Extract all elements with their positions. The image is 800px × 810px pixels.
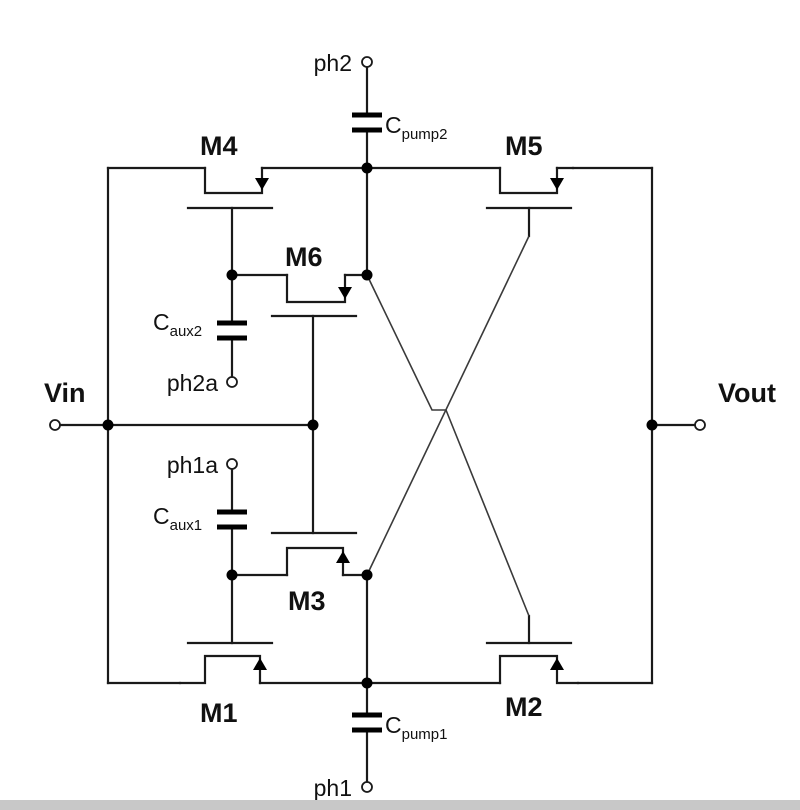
node-aux1 [226, 569, 238, 581]
label-ph2a: ph2a [167, 370, 218, 396]
junction-nodes [102, 162, 658, 689]
label-cpump1-main: C [385, 712, 402, 738]
capacitor-cpump2 [352, 112, 382, 133]
terminal-vin [49, 419, 61, 431]
node-m3-source [361, 569, 373, 581]
label-m4: M4 [200, 131, 238, 161]
terminal-vout [694, 419, 706, 431]
terminal-ph2a [226, 376, 238, 388]
transistor-m5 [485, 166, 575, 238]
label-caux1-main: C [153, 503, 170, 529]
capacitor-cpump1 [352, 712, 382, 733]
node-aux2 [226, 269, 238, 281]
label-m2: M2 [505, 692, 543, 722]
label-cpump2: Cpump2 [385, 112, 448, 143]
label-m6: M6 [285, 242, 323, 272]
transistor-m6 [230, 273, 358, 535]
label-cpump1-sub: pump1 [402, 726, 448, 743]
label-caux2-main: C [153, 309, 170, 335]
label-ph1: ph1 [314, 775, 352, 801]
terminal-ph1 [361, 781, 373, 793]
label-ph2: ph2 [314, 50, 352, 76]
capacitor-caux2 [217, 320, 247, 341]
right-rail [571, 166, 654, 685]
transistor-m1 [178, 641, 274, 685]
label-m5: M5 [505, 131, 543, 161]
label-cpump2-main: C [385, 112, 402, 138]
bottom-bar [0, 800, 800, 810]
label-caux1: Caux1 [153, 503, 202, 534]
cross-coupling-wires [366, 235, 530, 617]
label-cpump1: Cpump1 [385, 712, 448, 743]
transistor-m3 [230, 531, 358, 577]
label-cpump2-sub: pump2 [402, 126, 448, 143]
label-caux1-sub: aux1 [170, 517, 203, 534]
node-vin [102, 419, 114, 431]
node-m6-source [361, 269, 373, 281]
node-gate [307, 419, 319, 431]
label-ph1a: ph1a [167, 452, 218, 478]
label-m3: M3 [288, 586, 326, 616]
label-vin: Vin [44, 378, 86, 408]
terminal-ph2 [361, 56, 373, 68]
node-vout [646, 419, 658, 431]
node-top [361, 162, 373, 174]
terminal-ph1a [226, 458, 238, 470]
label-vout: Vout [718, 378, 776, 408]
transistor-m4 [186, 166, 274, 210]
node-bottom [361, 677, 373, 689]
label-caux2-sub: aux2 [170, 323, 203, 340]
capacitor-caux1 [217, 509, 247, 530]
terminals [49, 56, 706, 793]
label-m1: M1 [200, 698, 238, 728]
label-caux2: Caux2 [153, 309, 202, 340]
transistor-m2 [485, 614, 580, 685]
